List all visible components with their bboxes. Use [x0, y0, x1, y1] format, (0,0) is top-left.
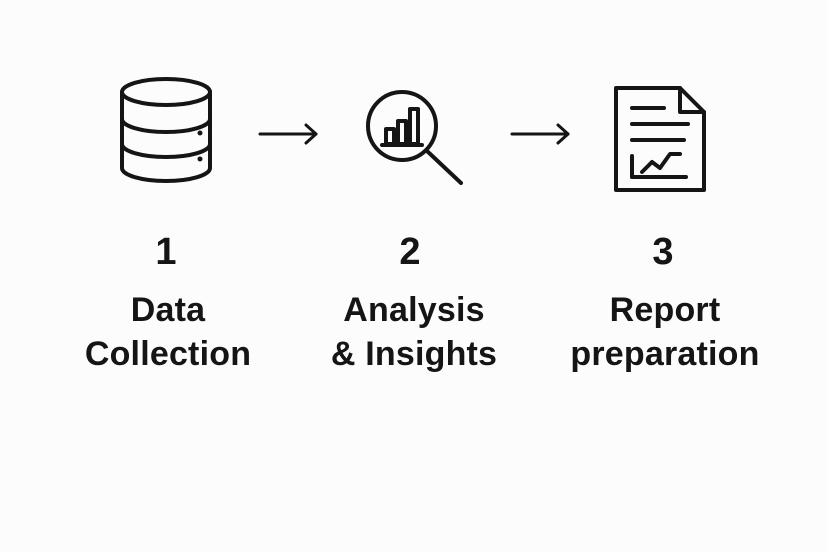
step-number: 3	[652, 231, 674, 273]
report-document-icon	[612, 84, 708, 194]
step-label: Data Collection	[48, 288, 288, 376]
database-icon	[118, 76, 214, 184]
step-label-line: & Insights	[330, 335, 498, 373]
step-label-line: preparation	[570, 335, 760, 373]
step-label-line: Analysis	[343, 291, 485, 329]
magnifier-chart-icon	[364, 88, 466, 188]
step-label-line: Report	[609, 291, 721, 329]
arrow-right-icon	[258, 122, 320, 146]
step-label-line: Data	[130, 291, 206, 329]
arrow-right-icon	[510, 122, 572, 146]
step-label-line: Collection	[84, 335, 252, 373]
step-label: Report preparation	[545, 288, 785, 376]
step-number: 1	[155, 231, 177, 273]
step-number: 2	[399, 231, 421, 273]
step-label: Analysis & Insights	[294, 288, 534, 376]
